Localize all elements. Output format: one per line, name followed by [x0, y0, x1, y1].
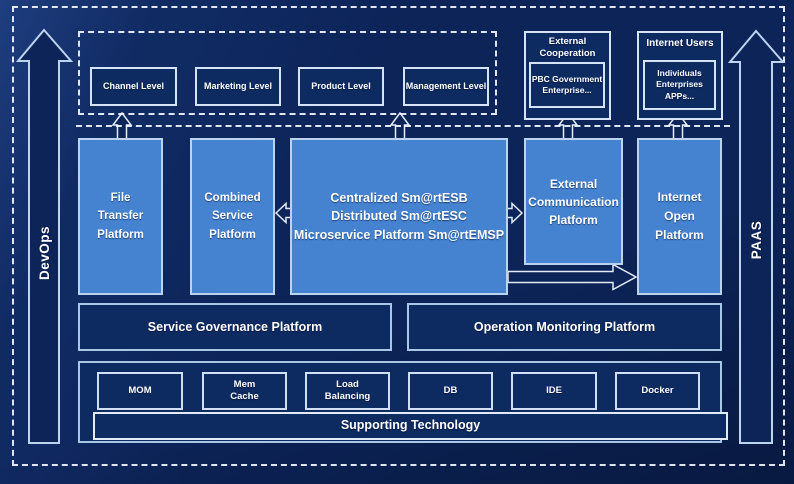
internet-users-title: Internet Users — [646, 38, 714, 49]
external-cooperation-members-box: PBC Government Enterprise... — [529, 62, 605, 108]
business-levels-dashed-group — [78, 31, 497, 115]
esb-core-platform-box: Centralized Sm@rtESB Distributed Sm@rtES… — [290, 138, 508, 295]
devops-rail-label: DevOps — [36, 225, 52, 281]
tech-box-mom: MOM — [97, 372, 183, 410]
tech-box-ide: IDE — [511, 372, 597, 410]
combined-service-platform-box: Combined Service Platform — [190, 138, 275, 295]
channel-level-box: Channel Level — [90, 67, 177, 106]
management-level-box: Management Level — [403, 67, 489, 106]
external-communication-platform-box: External Communication Platform — [524, 138, 623, 265]
external-cooperation-title: External Cooperation — [539, 36, 596, 59]
internet-users-box: Internet Users — [637, 31, 723, 120]
marketing-level-box: Marketing Level — [195, 67, 281, 106]
internet-open-platform-box: Internet Open Platform — [637, 138, 722, 295]
supporting-technology-bar: Supporting Technology — [93, 412, 728, 440]
tech-box-load-balancing: Load Balancing — [305, 372, 390, 410]
file-transfer-platform-box: File Transfer Platform — [78, 138, 163, 295]
product-level-box: Product Level — [298, 67, 384, 106]
tech-box-docker: Docker — [615, 372, 700, 410]
operation-monitoring-platform-box: Operation Monitoring Platform — [407, 303, 722, 351]
service-governance-platform-box: Service Governance Platform — [78, 303, 392, 351]
tech-box-mem-cache: Mem Cache — [202, 372, 287, 410]
tech-box-db: DB — [408, 372, 493, 410]
paas-rail-label: PAAS — [748, 220, 764, 260]
internet-users-members-box: Individuals Enterprises APPs... — [643, 60, 716, 110]
layer-separator-dashed-line — [76, 125, 730, 127]
external-cooperation-box: External Cooperation — [524, 31, 611, 120]
